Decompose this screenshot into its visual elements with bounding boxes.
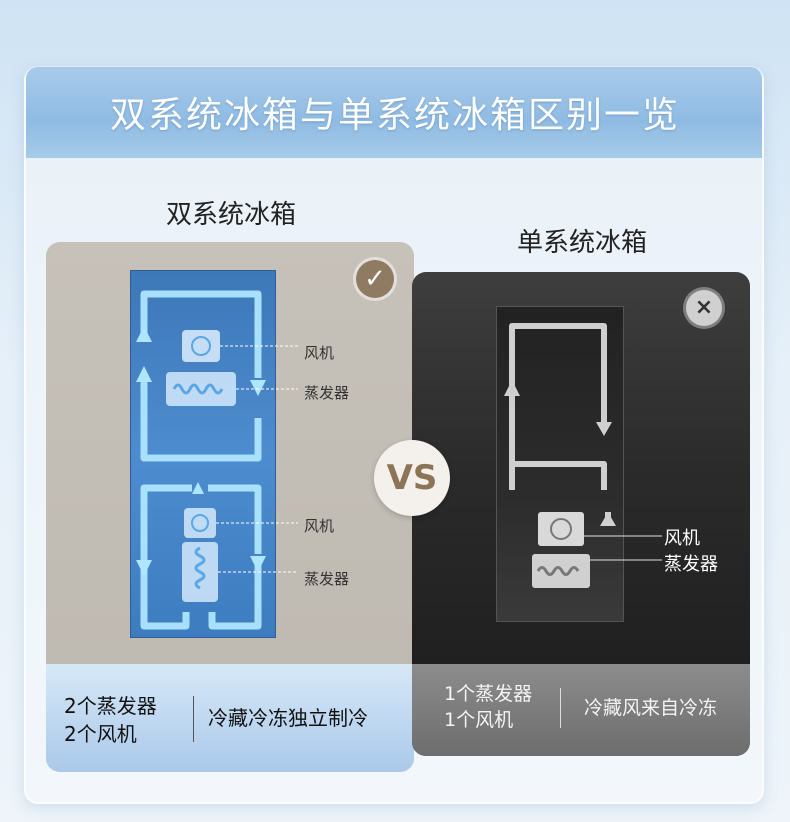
dual-summary: 2个蒸发器 2个风机 冷藏冷冻独立制冷 — [46, 664, 414, 772]
dual-fan-count: 2个风机 — [64, 722, 137, 746]
single-summary: 1个蒸发器 1个风机 冷藏风来自冷冻 — [412, 664, 750, 756]
dual-feature: 冷藏冷冻独立制冷 — [208, 706, 368, 730]
dual-system-panel: 风机 蒸发器 风机 蒸发器 ✓ 2个蒸发器 2个风机 冷藏冷冻独立制冷 — [46, 242, 414, 772]
divider — [193, 696, 194, 742]
dual-airflow-diagram — [136, 290, 298, 630]
single-airflow-diagram — [504, 323, 662, 588]
single-feature: 冷藏风来自冷冻 — [584, 697, 718, 719]
vs-badge: VS — [374, 440, 450, 516]
fan-label: 风机 — [664, 528, 700, 549]
check-icon: ✓ — [356, 260, 394, 298]
evaporator-top-label: 蒸发器 — [304, 384, 350, 402]
fan-icon — [538, 512, 584, 546]
divider — [560, 688, 561, 728]
single-system-heading: 单系统冰箱 — [516, 228, 647, 258]
fan-bottom-icon — [184, 508, 216, 538]
dual-system-heading: 双系统冰箱 — [165, 200, 296, 230]
fan-top-label: 风机 — [304, 344, 335, 362]
single-fan-count: 1个风机 — [444, 709, 514, 731]
fan-bottom-label: 风机 — [304, 517, 335, 535]
single-system-panel: 风机 蒸发器 × 1个蒸发器 1个风机 冷藏风来自冷冻 — [412, 272, 750, 756]
close-icon: × — [686, 290, 722, 326]
title-bar — [26, 66, 762, 158]
evaporator-label: 蒸发器 — [664, 554, 718, 575]
dual-evaporator-count: 2个蒸发器 — [64, 694, 157, 718]
evaporator-bottom-label: 蒸发器 — [304, 570, 350, 588]
single-evaporator-count: 1个蒸发器 — [444, 683, 533, 705]
page-title: 双系统冰箱与单系统冰箱区别一览 — [109, 95, 680, 136]
fan-top-icon — [182, 330, 220, 362]
evaporator-top-icon — [166, 372, 236, 406]
